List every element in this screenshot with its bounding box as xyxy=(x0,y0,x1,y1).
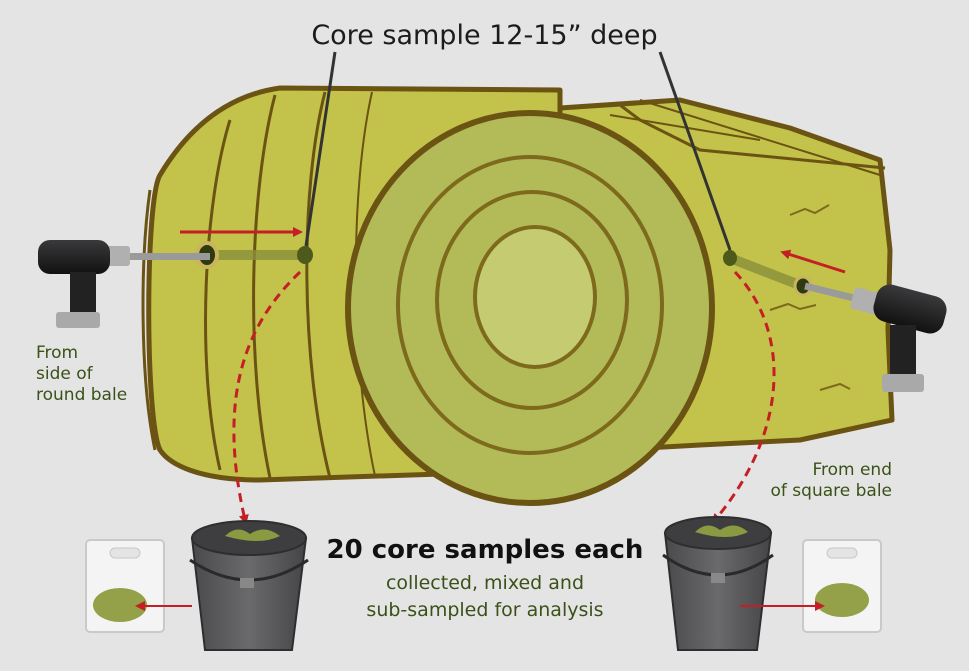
leader-line-end xyxy=(658,51,732,251)
sample-bag-right-icon xyxy=(802,539,882,633)
square-bale-label-line: of square bale xyxy=(770,481,893,501)
round-bale-label-line: From xyxy=(36,343,79,363)
sample-path-left xyxy=(232,270,302,525)
end-core-probe xyxy=(723,249,846,297)
square-bale-label: From end of square bale xyxy=(760,460,893,502)
drill-left-icon xyxy=(38,240,210,328)
summary-detail-line: collected, mixed and xyxy=(385,572,585,594)
summary-headline: 20 core samples each xyxy=(326,535,644,565)
sample-path-right xyxy=(711,270,776,524)
summary-detail: collected, mixed and sub-sampled for ana… xyxy=(300,570,670,624)
bale-end-face xyxy=(345,110,715,506)
bucket-left-icon xyxy=(189,520,309,651)
sample-bag-left-icon xyxy=(85,539,165,633)
round-bale-label-line: round bale xyxy=(36,385,128,405)
diagram-title: Core sample 12-15” deep xyxy=(311,20,658,51)
bucket-right-icon xyxy=(662,516,774,651)
drill-right-icon xyxy=(804,282,947,392)
square-bale-label-line: From end xyxy=(812,460,892,480)
round-bale-label: From side of round bale xyxy=(36,343,127,406)
round-bale-label-line: side of xyxy=(36,364,93,384)
leader-line-side xyxy=(304,51,337,247)
summary-detail-line: sub-sampled for analysis xyxy=(366,599,604,621)
